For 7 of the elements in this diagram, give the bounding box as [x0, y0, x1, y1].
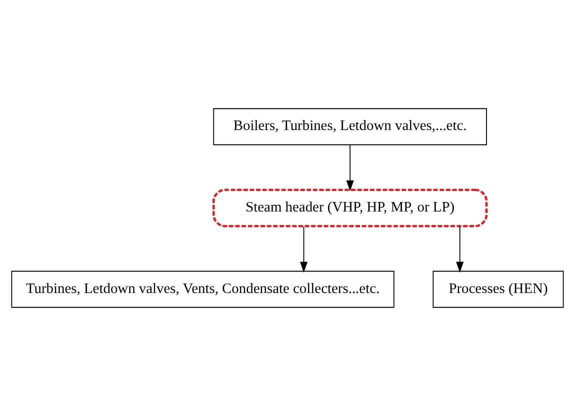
arrow — [456, 226, 464, 273]
arrow — [300, 226, 308, 273]
node-box: Steam header (VHP, HP, MP, or LP) — [212, 188, 488, 228]
node-box: Boilers, Turbines, Letdown valves,...etc. — [213, 108, 487, 146]
node-box: Processes (HEN) — [432, 270, 564, 308]
node-box: Turbines, Letdown valves, Vents, Condensate collecters...etc. — [11, 270, 394, 308]
arrow — [346, 144, 354, 192]
